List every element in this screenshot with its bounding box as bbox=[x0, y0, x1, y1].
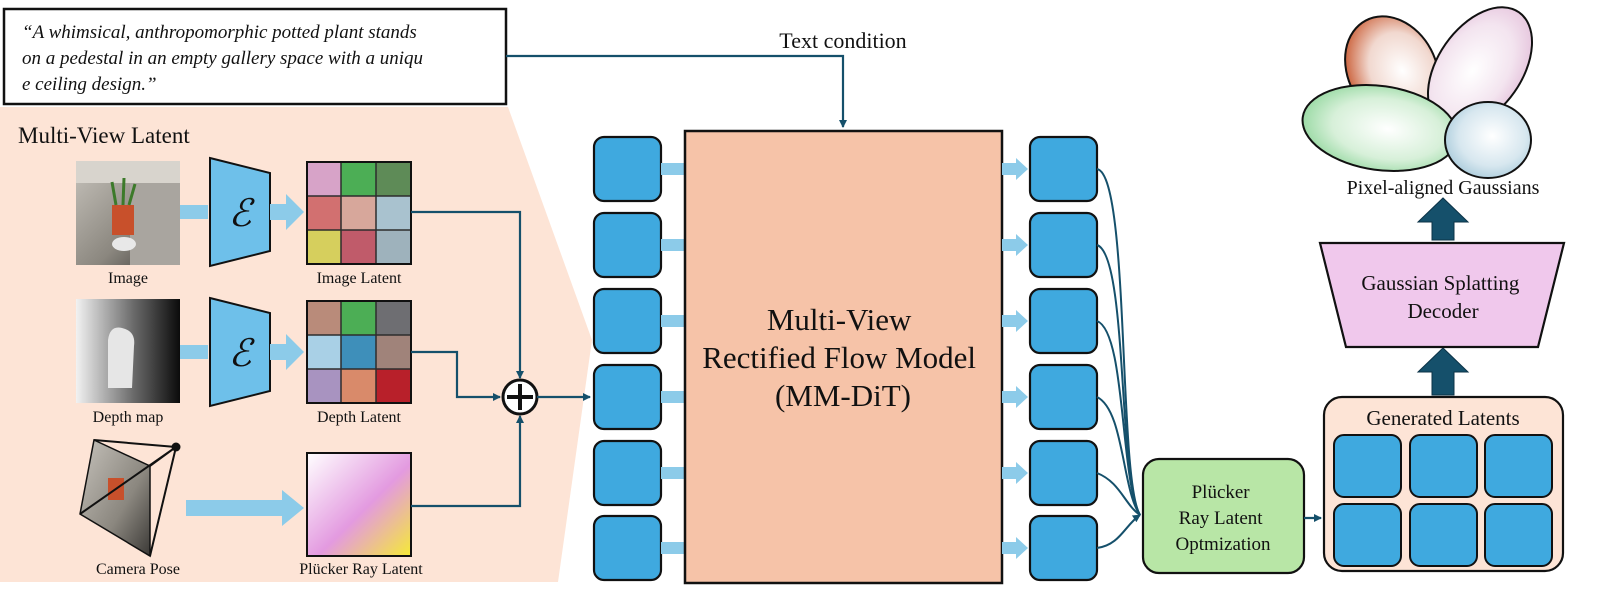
image-encoder bbox=[209, 156, 271, 268]
plucker-latent-connector bbox=[411, 415, 524, 508]
image-latent-label: Image Latent bbox=[317, 270, 402, 287]
decoder-label-line-2: Decoder bbox=[1407, 299, 1478, 323]
depth-latent-connector bbox=[411, 350, 501, 401]
camera-pose-label: Camera Pose bbox=[96, 561, 180, 578]
depth-map-label: Depth map bbox=[93, 409, 164, 426]
plucker-ray-latent bbox=[306, 452, 412, 557]
plucker-optimization-box bbox=[1141, 457, 1306, 575]
optimization-label-line-2: Ray Latent bbox=[1179, 508, 1264, 529]
optimization-label-line-3: Optmization bbox=[1176, 534, 1271, 555]
input-image bbox=[76, 161, 180, 265]
output-to-optimization-curves bbox=[1096, 168, 1141, 549]
prompt-line-1: “A whimsical, anthropomorphic potted pla… bbox=[22, 22, 417, 43]
output-token-links bbox=[1002, 158, 1028, 559]
depth-to-encoder-arrow bbox=[180, 345, 208, 359]
model-label-line-3: (MM-DiT) bbox=[775, 378, 911, 413]
camera-pose bbox=[79, 438, 181, 558]
text-condition-label: Text condition bbox=[779, 28, 906, 53]
prompt-line-3: e ceiling design.” bbox=[22, 74, 157, 95]
image-latent-grid bbox=[306, 161, 412, 265]
input-token-links bbox=[661, 163, 685, 554]
multiview-flow-model bbox=[683, 129, 1004, 585]
gaussian-ellipsoids bbox=[1301, 6, 1534, 179]
generated-latents-label: Generated Latents bbox=[1366, 406, 1519, 430]
decoder-to-gaussians-arrow bbox=[1416, 197, 1470, 241]
decoder-label: Gaussian Splatting Decoder bbox=[1361, 271, 1524, 323]
image-latent-connector bbox=[411, 210, 524, 379]
encoder-to-image-latent-arrow bbox=[270, 194, 304, 230]
optimization-label: Plücker Ray Latent Optmization bbox=[1176, 482, 1271, 555]
model-label-line-2: Rectified Flow Model bbox=[702, 340, 976, 375]
depth-latent-label: Depth Latent bbox=[317, 409, 402, 426]
image-to-encoder-arrow bbox=[180, 205, 208, 219]
prompt-line-2: on a pedestal in an empty gallery space … bbox=[22, 48, 423, 69]
latents-to-decoder-arrow bbox=[1416, 347, 1470, 396]
plucker-ray-latent-label: Plücker Ray Latent bbox=[299, 561, 423, 578]
model-label: Multi-View Rectified Flow Model (MM-DiT) bbox=[702, 302, 984, 413]
prompt-text: “A whimsical, anthropomorphic potted pla… bbox=[22, 22, 428, 95]
input-tokens bbox=[592, 135, 663, 582]
optimization-label-line-1: Plücker bbox=[1192, 482, 1251, 503]
input-depth-map bbox=[76, 299, 180, 403]
encoder-to-depth-latent-arrow bbox=[270, 334, 304, 370]
generated-latent-tokens bbox=[1333, 434, 1553, 567]
gaussian-splatting-decoder bbox=[1318, 241, 1566, 349]
text-condition-arrow bbox=[506, 54, 847, 128]
multiview-latent-title: Multi-View Latent bbox=[18, 123, 190, 148]
sum-node bbox=[501, 378, 539, 416]
decoder-label-line-1: Gaussian Splatting bbox=[1361, 271, 1520, 295]
model-label-line-1: Multi-View bbox=[767, 302, 912, 337]
depth-encoder-symbol: ℰ bbox=[228, 333, 255, 375]
pixel-aligned-gaussians-label: Pixel-aligned Gaussians bbox=[1347, 177, 1540, 199]
camera-to-plucker-arrow bbox=[186, 490, 304, 526]
depth-encoder bbox=[209, 296, 271, 408]
image-label: Image bbox=[108, 270, 148, 287]
image-encoder-symbol: ℰ bbox=[228, 193, 255, 235]
depth-latent-grid bbox=[306, 300, 412, 404]
output-tokens bbox=[1028, 135, 1099, 582]
